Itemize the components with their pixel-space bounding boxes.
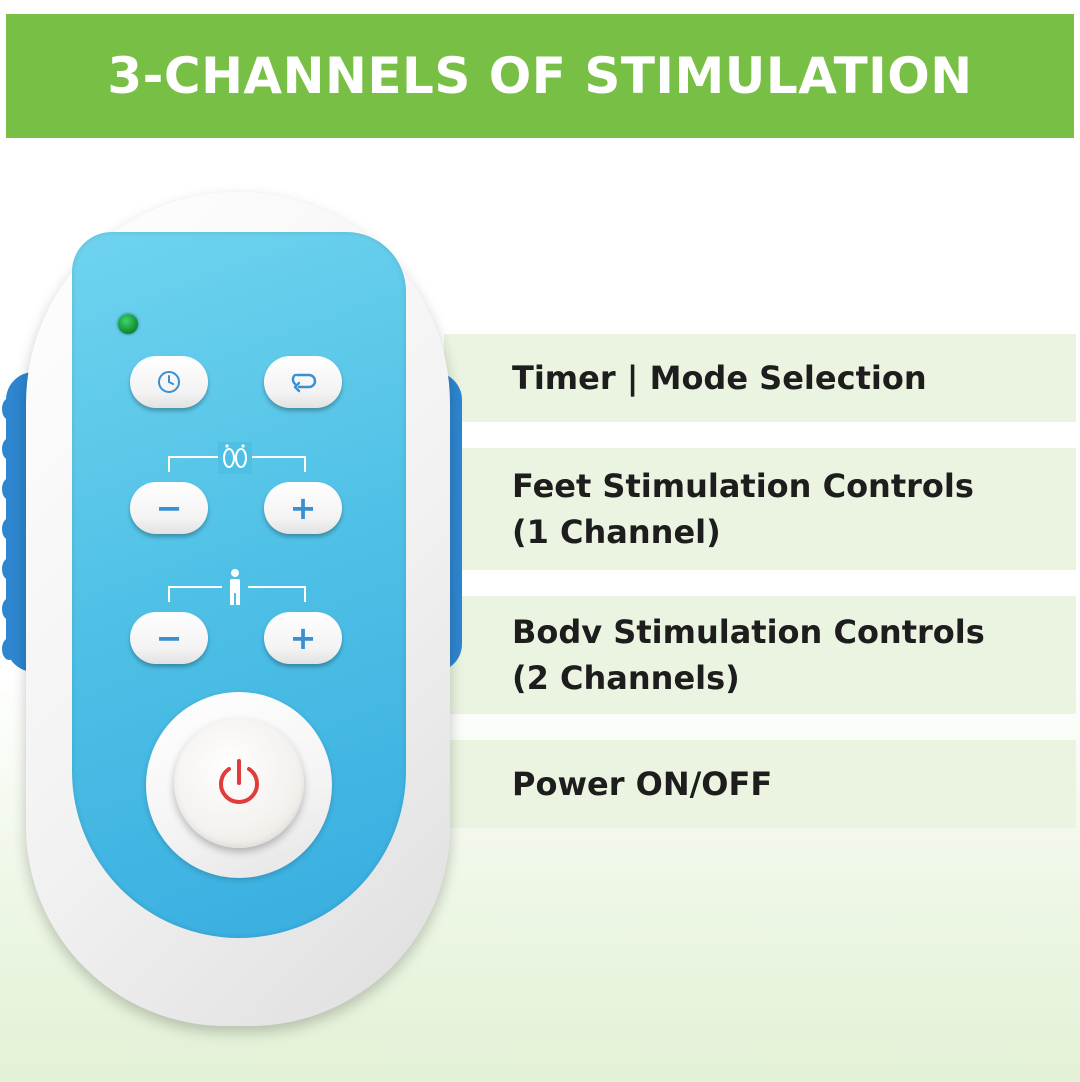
status-led (118, 314, 138, 334)
grip-bump (2, 638, 16, 660)
mode-cycle-icon (291, 373, 317, 393)
grip-bump (2, 398, 16, 420)
label-feet-controls: Feet Stimulation Controls (1 Channel) (444, 448, 1076, 570)
label-text: Power ON/OFF (512, 761, 772, 807)
timer-button[interactable] (130, 356, 208, 408)
grip-bump (2, 518, 16, 540)
label-line: (1 Channel) (512, 513, 721, 551)
plus-icon: + (289, 489, 317, 527)
label-line: Feet Stimulation Controls (512, 467, 974, 505)
feet-icon (218, 442, 252, 474)
clock-icon (158, 371, 180, 393)
label-line: Bodv Stimulation Controls (512, 613, 985, 651)
title-banner: 3-CHANNELS OF STIMULATION (6, 14, 1074, 138)
banner-title: 3-CHANNELS OF STIMULATION (107, 47, 973, 105)
feet-increase-button[interactable]: + (264, 482, 342, 534)
label-text: Timer | Mode Selection (512, 355, 927, 401)
grip-bump (2, 558, 16, 580)
body-decrease-button[interactable]: − (130, 612, 208, 664)
label-body-controls: Bodv Stimulation Controls (2 Channels) (444, 596, 1076, 714)
grip-bump (2, 438, 16, 460)
minus-icon: − (155, 619, 183, 657)
label-line: Timer | Mode Selection (512, 359, 927, 397)
grip-bump (2, 598, 16, 620)
mode-button[interactable] (264, 356, 342, 408)
label-timer-mode: Timer | Mode Selection (444, 334, 1076, 422)
label-power: Power ON/OFF (444, 740, 1076, 828)
power-button[interactable] (174, 718, 304, 848)
minus-icon: − (155, 489, 183, 527)
label-text: Feet Stimulation Controls (1 Channel) (512, 463, 974, 555)
plus-icon: + (289, 619, 317, 657)
label-text: Bodv Stimulation Controls (2 Channels) (512, 609, 985, 701)
label-line: Power ON/OFF (512, 765, 773, 803)
feet-decrease-button[interactable]: − (130, 482, 208, 534)
label-line: (2 Channels) (512, 659, 740, 697)
power-icon (219, 759, 259, 804)
body-increase-button[interactable]: + (264, 612, 342, 664)
grip-bump (2, 478, 16, 500)
body-icon (222, 568, 248, 608)
